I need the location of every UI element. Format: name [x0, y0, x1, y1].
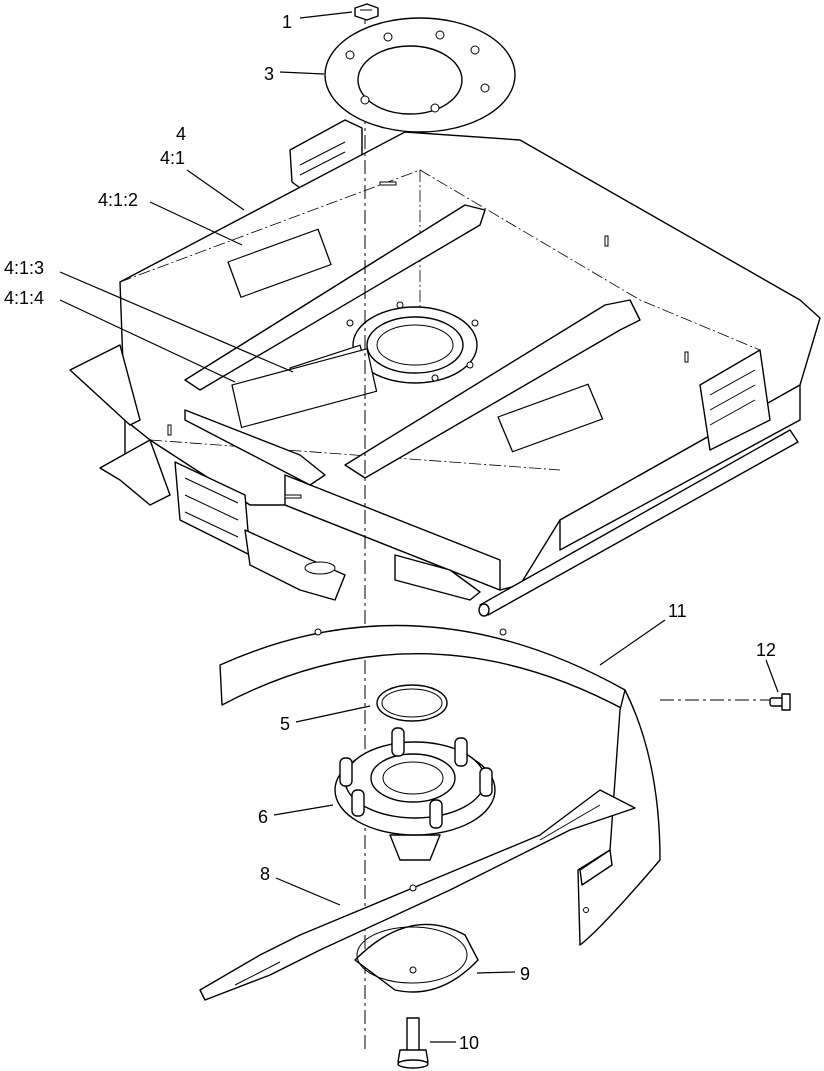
- mower-deck-housing: [69, 119, 821, 617]
- spindle-housing-part-6: [334, 727, 496, 861]
- bolt-part-12: [769, 693, 791, 711]
- callout-4-1-4: 4:1:4: [4, 288, 44, 308]
- nut-part-1: [354, 3, 379, 21]
- blade-part-8: [199, 789, 636, 1001]
- decal-deck-right: [497, 383, 604, 453]
- decal-4-1-4: [231, 348, 378, 429]
- callout-6: 6: [258, 807, 268, 827]
- callout-5: 5: [280, 714, 290, 734]
- callout-11: 11: [668, 601, 687, 621]
- decal-4-1-2: [227, 228, 332, 299]
- blade-guard-part-11: [219, 624, 661, 946]
- cup-part-9: [354, 923, 479, 993]
- callout-4: 4: [176, 124, 186, 144]
- leader-lines: [59, 11, 779, 1043]
- callout-8: 8: [260, 864, 270, 884]
- callout-10: 10: [459, 1033, 479, 1053]
- callout-9: 9: [520, 964, 530, 984]
- bolt-part-10: [397, 1017, 429, 1069]
- oring-part-5: [376, 684, 448, 722]
- callout-4-1: 4:1: [160, 148, 185, 168]
- callout-12: 12: [756, 640, 776, 660]
- plate-part-3: [324, 17, 516, 133]
- callout-1: 1: [282, 12, 292, 32]
- callout-4-1-2: 4:1:2: [98, 190, 138, 210]
- callout-3: 3: [264, 64, 274, 84]
- callout-4-1-3: 4:1:3: [4, 258, 44, 278]
